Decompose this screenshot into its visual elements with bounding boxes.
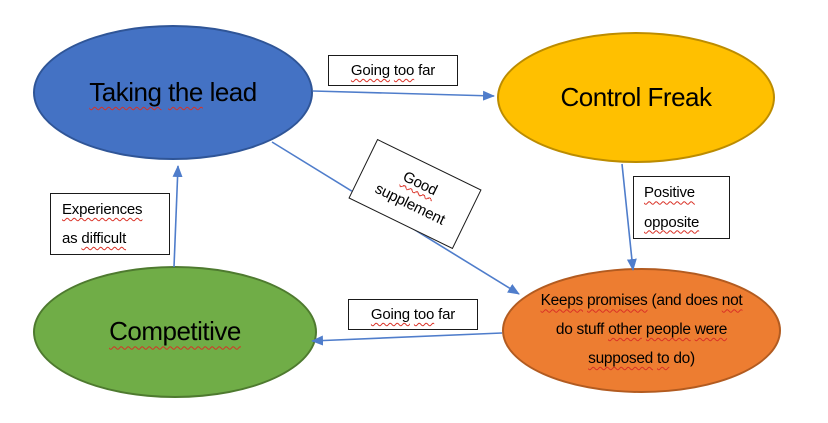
text-part: Competitive	[109, 316, 241, 347]
text-part: to	[657, 349, 670, 367]
node-label: Taking the lead	[89, 76, 258, 108]
text-line: do stuff other people were	[511, 316, 773, 345]
label-text: Going too far	[351, 62, 435, 79]
text-part: supposed	[588, 349, 653, 367]
text-line: opposite	[644, 208, 699, 237]
arrow-keeps-to-competitive	[311, 332, 503, 346]
node-label: Control Freak	[560, 81, 713, 113]
label-good-supplement: Good supplement	[348, 138, 482, 250]
text-line: supposed to do)	[511, 345, 773, 374]
text-line: Experiences	[62, 195, 143, 224]
text-part: Taking	[89, 76, 162, 107]
text-part: too	[413, 306, 435, 323]
node-label: Keeps promises (and does not do stuff ot…	[511, 287, 773, 373]
text-line: Keeps promises (and does not	[511, 287, 773, 316]
text-part: Experiences	[62, 200, 143, 218]
label-text: Going too far	[371, 306, 455, 323]
arrow-control-to-keeps	[621, 163, 637, 271]
text-part: not	[721, 292, 743, 310]
text-part: Control Freak	[560, 81, 713, 112]
text-part: as	[62, 230, 82, 247]
label-experiences-as-difficult: Experiences as difficult	[50, 193, 170, 255]
node-keeps-promises: Keeps promises (and does not do stuff ot…	[502, 268, 781, 393]
label-positive-opposite: Positive opposite	[633, 176, 730, 239]
text-part: the	[168, 76, 203, 107]
text-part: people	[645, 321, 691, 339]
text-part: Going	[370, 306, 410, 323]
text-line: as difficult	[62, 224, 126, 253]
text-part: (and does	[647, 292, 722, 310]
node-control-freak: Control Freak	[497, 32, 775, 163]
text-part: Positive	[644, 184, 695, 202]
text-part: Going	[350, 62, 390, 79]
text-part: were	[694, 321, 728, 339]
text-part: Keeps	[540, 292, 584, 310]
text-part: opposite	[644, 213, 700, 231]
label-going-too-far-top: Going too far	[328, 55, 458, 86]
node-taking-the-lead: Taking the lead	[33, 25, 313, 160]
text-line: Positive	[644, 178, 695, 207]
arrow-competitive-to-taking	[172, 165, 183, 268]
label-going-too-far-bottom: Going too far	[348, 299, 478, 330]
node-label: Competitive	[109, 316, 241, 347]
text-part: do)	[669, 349, 695, 367]
arrow-taking-to-control	[312, 90, 495, 101]
node-competitive: Competitive	[33, 266, 317, 398]
text-part: far	[434, 306, 456, 323]
text-part: difficult	[81, 230, 127, 247]
text-part: other	[608, 321, 642, 339]
text-part	[203, 77, 210, 107]
text-part: promises	[587, 292, 648, 310]
text-part: lead	[209, 76, 258, 107]
text-part: far	[414, 62, 436, 79]
text-part: do stuff	[555, 321, 609, 339]
text-part: too	[393, 62, 415, 79]
